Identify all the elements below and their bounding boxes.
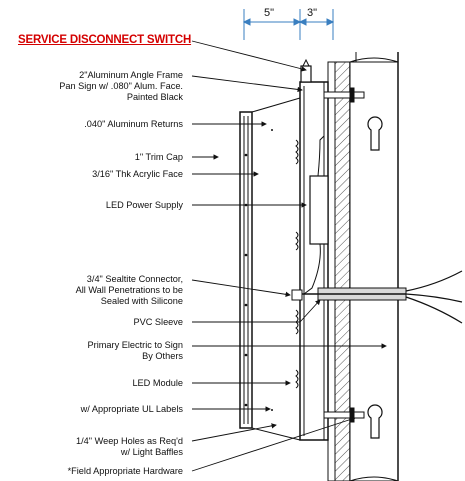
label-line: 1/4" Weep Holes as Req'd — [76, 436, 183, 446]
label-line: .040" Aluminum Returns — [84, 119, 183, 129]
leader-lines — [191, 40, 387, 472]
label-returns: .040" Aluminum Returns — [84, 119, 183, 130]
sign-cabinet — [239, 58, 329, 441]
label-trim-cap: 1" Trim Cap — [135, 152, 183, 163]
label-line: *Field Appropriate Hardware — [67, 466, 183, 476]
label-line: 3/16" Thk Acrylic Face — [92, 169, 183, 179]
label-sealtite: 3/4" Sealtite Connector, All Wall Penetr… — [76, 274, 183, 307]
dimension-lines — [242, 9, 335, 40]
pvc-sleeve — [302, 270, 463, 324]
label-acrylic-face: 3/16" Thk Acrylic Face — [92, 169, 183, 180]
label-line: Sealed with Silicone — [100, 296, 183, 306]
label-line: Painted Black — [126, 92, 183, 102]
label-line: LED Power Supply — [105, 200, 183, 210]
wall-section — [327, 52, 399, 481]
label-line: LED Module — [132, 378, 183, 388]
label-line: Pan Sign w/ .080" Alum. Face. — [59, 81, 183, 91]
label-primary-electric: Primary Electric to Sign By Others — [88, 340, 183, 362]
label-line: w/ Appropriate UL Labels — [80, 404, 183, 414]
label-led-module: LED Module — [132, 378, 183, 389]
mounting-hardware — [323, 87, 365, 423]
dimension-5in: 5" — [264, 7, 275, 19]
label-line: 3/4" Sealtite Connector, — [86, 274, 183, 284]
label-line: All Wall Penetrations to be — [75, 285, 183, 295]
label-line: Primary Electric to Sign — [87, 340, 183, 350]
label-ul-labels: w/ Appropriate UL Labels — [81, 404, 183, 415]
label-pvc-sleeve: PVC Sleeve — [133, 317, 183, 328]
dimension-3in: 3" — [307, 7, 318, 19]
service-disconnect-title: SERVICE DISCONNECT SWITCH — [18, 34, 192, 46]
label-weep-holes: 1/4" Weep Holes as Req'd w/ Light Baffle… — [76, 436, 183, 458]
label-line: 2"Aluminum Angle Frame — [79, 70, 183, 80]
label-line: 1" Trim Cap — [134, 152, 183, 162]
label-line: By Others — [142, 351, 183, 361]
label-line: w/ Light Baffles — [120, 447, 183, 457]
label-power-supply: LED Power Supply — [106, 200, 183, 211]
label-line: PVC Sleeve — [133, 317, 183, 327]
label-angle-frame: 2"Aluminum Angle Frame Pan Sign w/ .080"… — [59, 70, 183, 103]
label-field-hardware: *Field Appropriate Hardware — [68, 466, 183, 477]
